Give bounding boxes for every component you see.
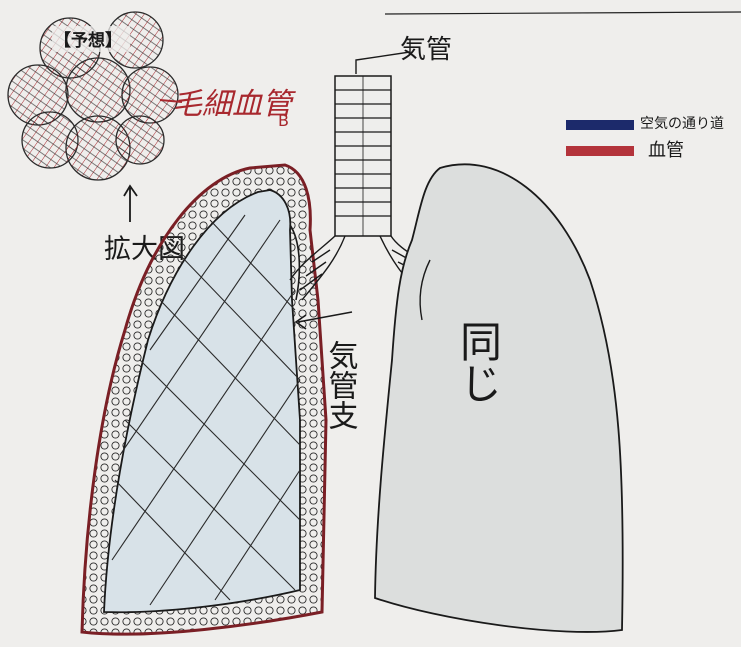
bronchi-label: 気管支 [323, 340, 358, 430]
legend-blood-label: 血管 [648, 140, 684, 161]
legend-blood-swatch [566, 146, 634, 156]
trachea-label: 気管 [400, 35, 452, 65]
legend-air-label: 空気の通り道 [640, 116, 724, 132]
legend-air-swatch [566, 120, 634, 130]
right-lung-label: 同じ [454, 320, 503, 404]
capillary-note: B [278, 111, 289, 130]
prediction-label: 【予想】 [54, 30, 122, 51]
